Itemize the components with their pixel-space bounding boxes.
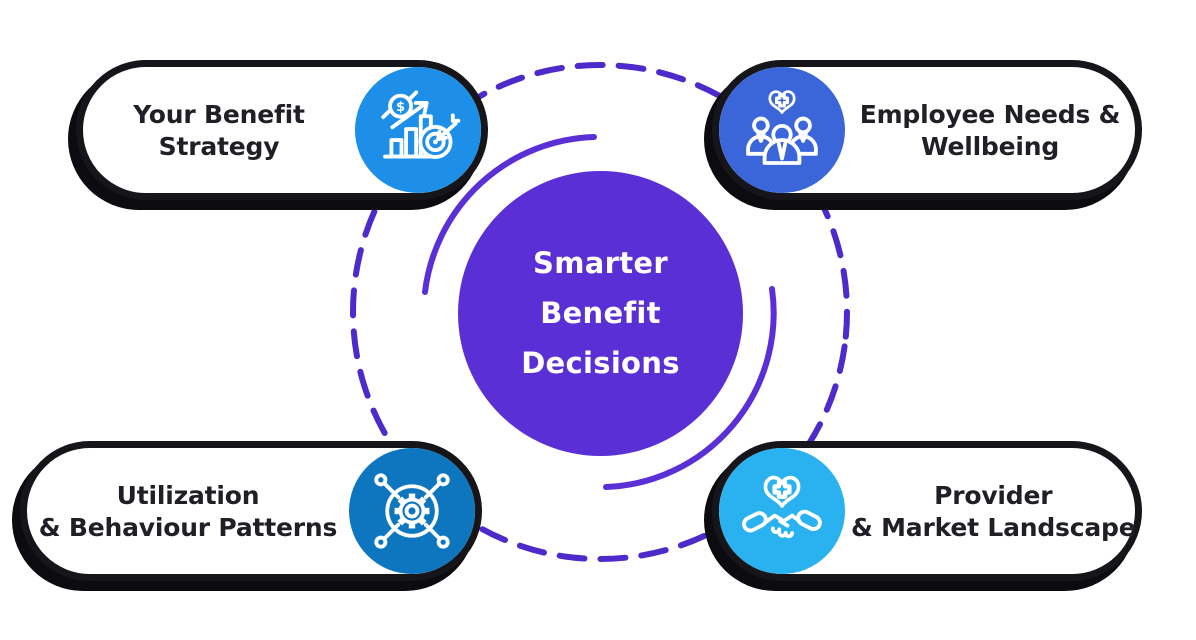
card-employee-needs-text: Employee Needs & Wellbeing	[845, 102, 1135, 159]
center-title-line: Smarter	[533, 246, 668, 280]
card-title-line: Strategy	[158, 131, 280, 161]
utilization-icon-circle	[349, 448, 475, 574]
card-title-line: & Behaviour Patterns	[38, 512, 338, 542]
card-title-line: Your Benefit	[133, 99, 305, 129]
solid-arc-bottom-right	[603, 286, 777, 490]
card-utilization: Utilization & Behaviour Patterns	[20, 441, 482, 581]
team-health-icon	[746, 90, 818, 165]
benefit-strategy-icon-circle: $	[355, 67, 481, 193]
gear-network-icon	[374, 473, 450, 549]
card-title-line: Utilization	[116, 480, 260, 510]
provider-icon-circle	[719, 448, 845, 574]
growth-target-icon: $	[381, 90, 461, 159]
card-provider-text: Provider & Market Landscape	[845, 483, 1141, 540]
card-utilization-text: Utilization & Behaviour Patterns	[27, 483, 349, 540]
card-benefit-strategy: Your Benefit Strategy	[76, 60, 488, 200]
card-employee-needs: Employee Needs & Wellbeing	[712, 60, 1142, 200]
center-title-line: Benefit	[540, 296, 661, 330]
heart-handshake-icon	[742, 475, 822, 539]
card-title-line: Wellbeing	[920, 131, 1060, 161]
svg-text:$: $	[396, 100, 405, 115]
card-title-line: Employee Needs &	[859, 99, 1121, 129]
dashed-orbit-ring	[350, 61, 850, 562]
solid-arc-top-left	[422, 134, 597, 295]
center-hub-circle: Smarter Benefit Decisions	[458, 171, 743, 456]
card-title-line: & Market Landscape	[851, 512, 1136, 542]
employee-needs-icon-circle	[719, 67, 845, 193]
card-title-line: Provider	[934, 480, 1053, 510]
card-provider: Provider & Market Landscape	[712, 441, 1142, 581]
center-title-line: Decisions	[521, 346, 680, 380]
card-benefit-strategy-text: Your Benefit Strategy	[83, 102, 355, 159]
